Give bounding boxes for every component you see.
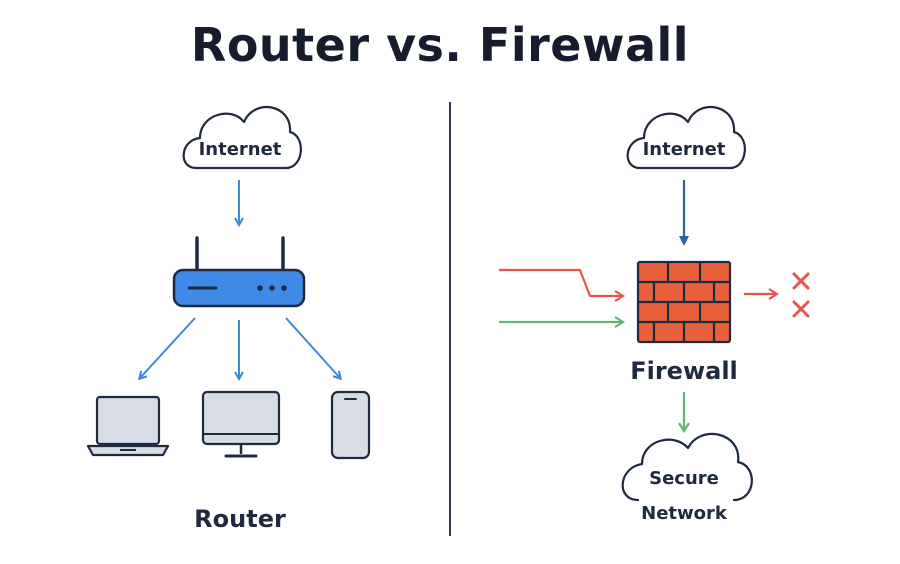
firewall-label: Firewall (630, 357, 738, 385)
smartphone-icon (330, 390, 371, 460)
router-to-laptop-arrow (140, 317, 196, 378)
firewall-internet-label: Internet (642, 139, 726, 160)
secure-network-line1: Secure (649, 468, 719, 489)
router-icon (172, 268, 306, 308)
router-led-1 (257, 285, 263, 291)
router-internet-label: Internet (198, 139, 282, 160)
router-led-3 (281, 285, 287, 291)
router-label: Router (194, 505, 286, 533)
router-to-phone-arrow (285, 317, 340, 378)
blocked-x-icon-top (792, 272, 810, 290)
laptop-icon (86, 395, 170, 457)
diagram-title: Router vs. Firewall (190, 18, 690, 72)
firewall-internet-cloud (626, 105, 746, 170)
firewall-icon (636, 260, 732, 344)
secure-network-line2: Network (641, 503, 727, 524)
blocked-traffic-arrow (499, 268, 626, 302)
router-led-2 (269, 285, 275, 291)
secure-network-cloud (621, 432, 753, 502)
desktop-monitor-icon (201, 390, 281, 458)
blocked-x-icon-bottom (792, 300, 810, 318)
router-internet-cloud (182, 105, 302, 170)
